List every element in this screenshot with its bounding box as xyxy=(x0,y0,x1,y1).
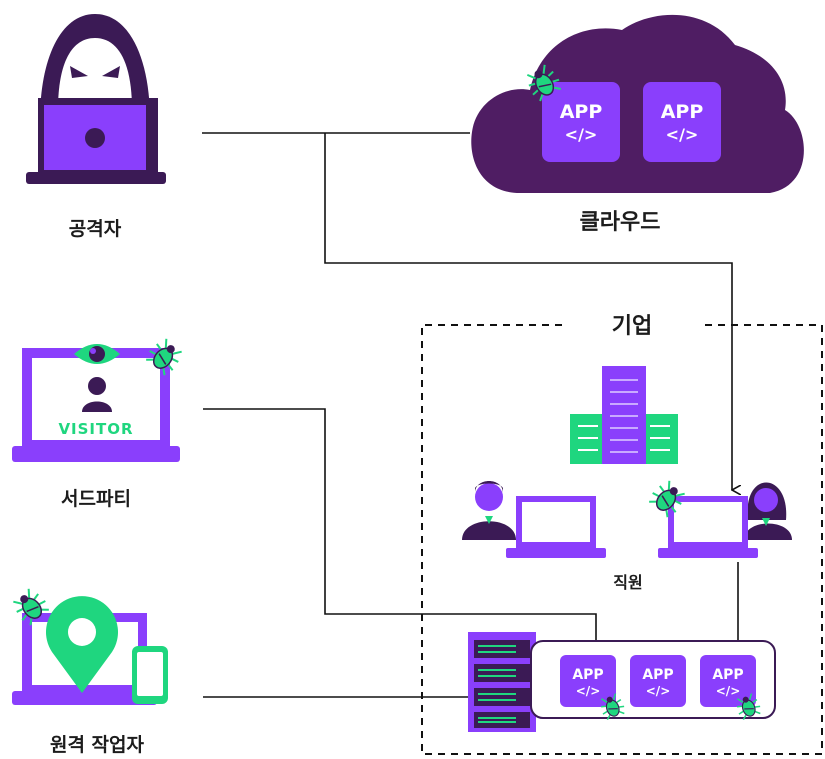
cloud-label: 클라우드 xyxy=(580,210,661,235)
server-rack-icon xyxy=(468,632,536,732)
app-code: </> xyxy=(565,125,598,144)
enterprise-label: 기업 xyxy=(612,314,652,339)
thirdparty-to-app-line xyxy=(203,408,596,662)
app-code: </> xyxy=(666,125,699,144)
building-icon xyxy=(570,366,678,464)
server-app-1: APP </> xyxy=(560,655,616,707)
app-code: </> xyxy=(646,684,671,698)
cloud-icon xyxy=(471,14,804,194)
third-party-label: 서드파티 xyxy=(61,488,131,510)
app-code: </> xyxy=(576,684,601,698)
employee-male-icon xyxy=(462,481,606,558)
server-app-3: APP </> xyxy=(700,655,756,707)
app-name: APP xyxy=(661,101,704,123)
app-name: APP xyxy=(712,667,743,683)
hacker-icon xyxy=(26,14,166,184)
server-app-2: APP </> xyxy=(630,655,686,707)
enterprise-boundary: 기업 xyxy=(421,314,823,755)
app-name: APP xyxy=(560,101,603,123)
attacker-label: 공격자 xyxy=(69,218,122,240)
app-name: APP xyxy=(642,667,673,683)
employee-female-icon xyxy=(658,482,792,558)
remote-worker-label: 원격 작업자 xyxy=(50,734,145,756)
person-icon xyxy=(88,377,106,395)
visitor-badge: VISITOR xyxy=(58,420,133,438)
app-code: </> xyxy=(716,684,741,698)
third-party-laptop-icon: VISITOR xyxy=(12,344,180,462)
employees-label: 직원 xyxy=(613,573,642,592)
cloud-app-1: APP </> xyxy=(542,82,620,162)
app-name: APP xyxy=(572,667,603,683)
attacker-to-enterprise-line xyxy=(324,133,732,490)
remote-worker-laptop-icon xyxy=(12,596,168,705)
cloud-app-2: APP </> xyxy=(643,82,721,162)
